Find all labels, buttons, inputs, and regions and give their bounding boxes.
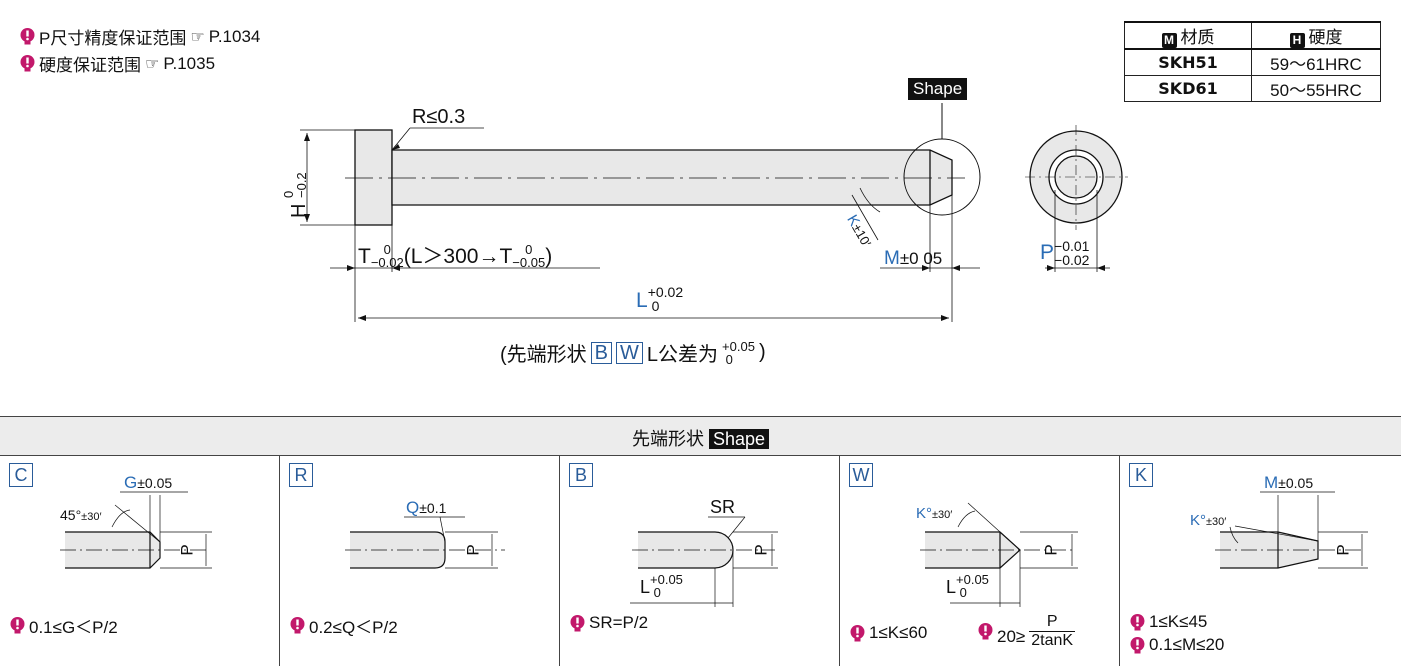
p-label: P xyxy=(1041,544,1061,556)
panel-note: 1≤K≤60 xyxy=(850,623,927,643)
panel-note-fraction: 20≥ P 2tanK xyxy=(978,613,1076,650)
bulb-icon xyxy=(290,617,305,634)
bulb-icon xyxy=(1130,636,1145,653)
angle-label: 45°±30′ xyxy=(60,507,102,523)
panel-note: 0.1≤G＜P/2 xyxy=(10,613,118,638)
q-dimension: Q±0.1 xyxy=(406,498,447,517)
pointing-hand-icon: ☞ xyxy=(190,28,205,46)
note-ref-link[interactable]: P.1034 xyxy=(208,26,261,46)
main-drawing xyxy=(300,103,1128,322)
bulb-icon xyxy=(850,624,865,641)
angle-label: K°±30′ xyxy=(1190,512,1227,529)
p-label: P xyxy=(463,544,483,556)
l-dimension: L+0.02 0 xyxy=(636,284,684,314)
panel-k: K M±0.05 K°±30′ P 1≤K≤45 0.1≤M≤20 xyxy=(1120,455,1401,666)
material-cell: SKD61 xyxy=(1124,75,1252,102)
note-text: P尺寸精度保证范围 xyxy=(39,29,187,48)
note-ref-link[interactable]: P.1035 xyxy=(163,53,216,73)
bulb-icon xyxy=(10,617,25,634)
p-label: P xyxy=(751,544,771,556)
hardness-icon: H xyxy=(1289,33,1305,48)
h-dimension: H 0−0.2 xyxy=(281,172,310,218)
tip-shape-header: 先端形状 Shape xyxy=(0,416,1401,456)
m-dimension: M±0 05 xyxy=(884,248,943,269)
note-hardness: 硬度保证范围 ☞ P.1035 xyxy=(20,51,215,76)
bulb-icon xyxy=(570,614,585,631)
panel-letter: R xyxy=(289,463,313,487)
sr-label: SR xyxy=(710,497,736,517)
l-dimension: L+0.05 0 xyxy=(946,572,989,600)
p-label: P xyxy=(177,544,197,556)
bulb-icon xyxy=(20,28,35,45)
shape-tag: Shape xyxy=(908,78,968,100)
material-icon: M xyxy=(1161,33,1177,48)
panel-letter: B xyxy=(569,463,593,487)
shape-w-badge: W xyxy=(616,341,643,364)
m-dimension: M±0.05 xyxy=(1264,473,1314,492)
hardness-cell: 50～55HRC xyxy=(1251,75,1381,102)
panel-b: B SR L+0.05 0 P SR=P/2 xyxy=(560,455,840,666)
shape-tag: Shape xyxy=(708,429,770,449)
shape-b-badge: B xyxy=(590,341,613,364)
radius-label: R≤0.3 xyxy=(412,106,466,128)
l-dimension: L+0.05 0 xyxy=(640,572,683,600)
angle-label: K°±30′ xyxy=(916,505,953,522)
panel-letter: C xyxy=(9,463,33,487)
pin-shaft xyxy=(391,149,953,206)
bulb-icon xyxy=(978,623,993,640)
pointing-hand-icon: ☞ xyxy=(145,55,160,73)
g-dimension: G±0.05 xyxy=(124,473,173,492)
p-label: P xyxy=(1333,544,1353,556)
panel-note: 0.1≤M≤20 xyxy=(1130,635,1224,655)
note-p-precision: P尺寸精度保证范围 ☞ P.1034 xyxy=(20,24,260,49)
material-cell: SKH51 xyxy=(1124,48,1252,76)
panel-letter: W xyxy=(849,463,873,487)
note-text: 硬度保证范围 xyxy=(39,56,141,75)
pin-head xyxy=(354,129,393,226)
panel-c: C G±0.05 45°±30′ P 0.1≤G＜P/2 xyxy=(0,455,280,666)
bulb-icon xyxy=(20,55,35,72)
p-dimension: P−0.01−0.02 xyxy=(1040,238,1090,268)
panel-r: R Q±0.1 P 0.2≤Q＜P/2 xyxy=(280,455,560,666)
panel-note: 1≤K≤45 xyxy=(1130,612,1207,632)
panel-note: 0.2≤Q＜P/2 xyxy=(290,613,398,638)
panel-letter: K xyxy=(1129,463,1153,487)
tip-shape-note: (先端形状 B W L公差为+0.05 0) xyxy=(500,338,766,367)
bulb-icon xyxy=(1130,613,1145,630)
panel-note: SR=P/2 xyxy=(570,613,648,633)
panel-w: W K°±30′ L+0.05 0 P 1≤K≤60 20≥ P 2tanK xyxy=(840,455,1120,666)
